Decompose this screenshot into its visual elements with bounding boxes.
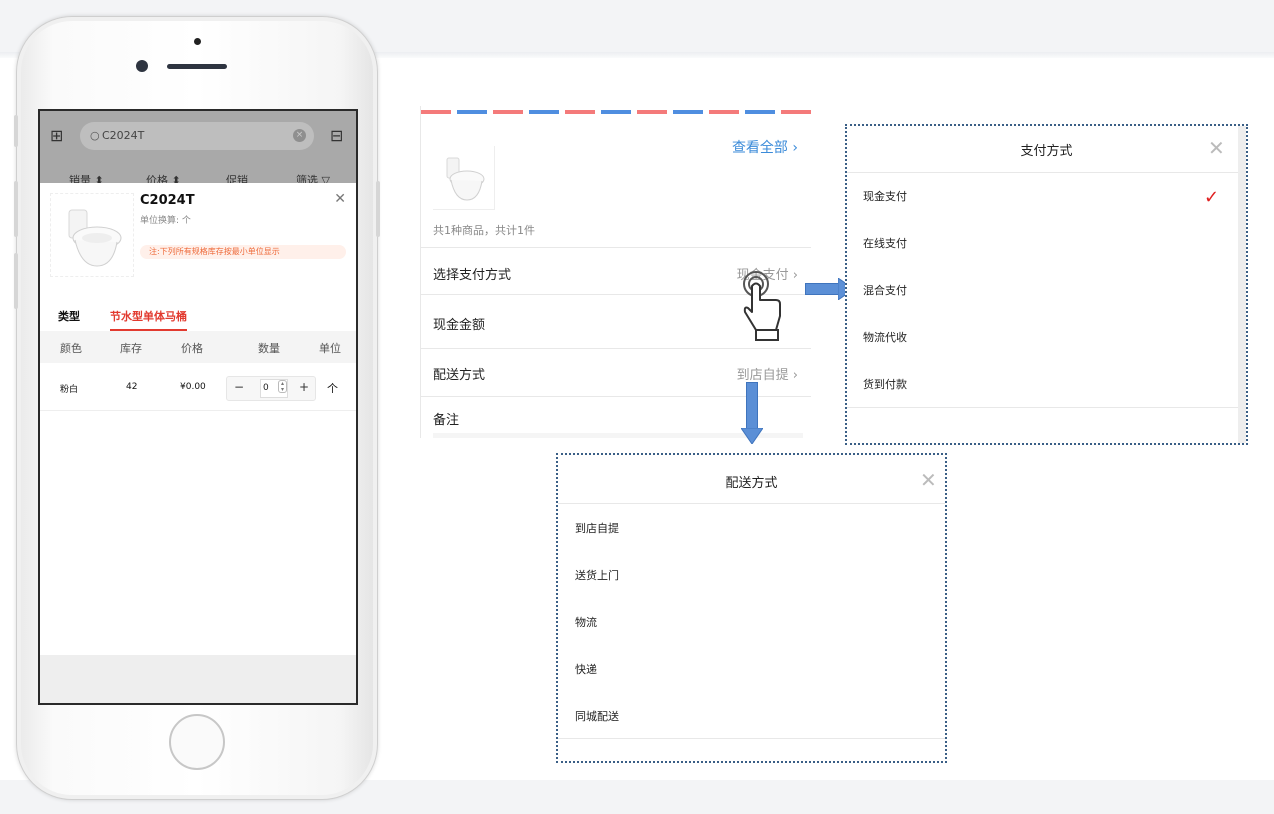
product-spec-sheet: C2024T 单位换算: 个 ✕ 注:下列所有规格库存按最小单位显示 类型 节水… — [40, 183, 356, 655]
close-icon[interactable]: ✕ — [920, 468, 937, 492]
volume-down-button — [14, 253, 18, 309]
search-icon: ○ — [90, 129, 100, 142]
divider — [558, 738, 945, 739]
payment-method-label: 选择支付方式 — [433, 268, 512, 283]
toilet-image — [446, 157, 485, 201]
clear-icon[interactable]: × — [293, 129, 306, 142]
type-label: 类型 — [58, 310, 80, 323]
earpiece-speaker — [167, 64, 227, 69]
delivery-option[interactable]: 同城配送 — [575, 710, 619, 723]
delivery-method-label: 配送方式 — [433, 368, 486, 383]
order-panel: 查看全部 › 共1种商品，共计1件 选择支付方式 现金支付 › 现金金额 配送方… — [420, 106, 811, 438]
product-image — [50, 193, 134, 277]
delivery-option[interactable]: 物流 — [575, 616, 597, 629]
home-button[interactable] — [169, 714, 225, 770]
search-header-overlay: ⊞ ○ C2024T × ⊟ 销量 ⬍ 价格 ⬍ 促销 筛选 ▽ — [40, 111, 356, 187]
canvas-shadow — [0, 52, 1274, 60]
cash-amount-label: 现金金额 — [433, 318, 486, 333]
view-all-link[interactable]: 查看全部 › — [731, 140, 798, 156]
scroll-track — [1238, 126, 1246, 443]
divider — [847, 407, 1238, 408]
order-count-text: 共1种商品，共计1件 — [433, 224, 535, 237]
close-icon[interactable]: ✕ — [1208, 136, 1225, 160]
spec-table-header: 颜色 库存 价格 数量 单位 — [40, 331, 356, 363]
power-button — [376, 181, 380, 237]
payment-option[interactable]: 现金支付 — [863, 190, 907, 203]
col-stock: 库存 — [120, 342, 142, 355]
col-price: 价格 — [181, 342, 203, 355]
view-all-label: 查看全部 — [731, 140, 788, 156]
divider — [421, 247, 811, 248]
scan-icon[interactable]: ⊟ — [330, 126, 344, 145]
popup-title: 支付方式 — [1020, 144, 1073, 159]
delivery-method-selector[interactable]: 到店自提 › — [736, 368, 798, 383]
col-color: 颜色 — [60, 342, 82, 355]
phone-mockup: ⊞ ○ C2024T × ⊟ 销量 ⬍ 价格 ⬍ 促销 筛选 ▽ C2024T — [14, 16, 380, 800]
product-title: C2024T — [140, 193, 195, 208]
payment-method-popup: 支付方式 ✕ 现金支付 ✓ 在线支付 混合支付 物流代收 货到付款 — [845, 124, 1248, 445]
sensor — [194, 38, 201, 45]
airmail-border — [421, 110, 811, 114]
mute-switch — [14, 115, 18, 147]
cell-color: 粉白 — [60, 385, 79, 395]
payment-option[interactable]: 物流代收 — [863, 331, 907, 344]
col-unit: 单位 — [319, 342, 341, 355]
tap-hand-icon — [743, 271, 781, 341]
delivery-option[interactable]: 送货上门 — [575, 569, 619, 582]
payment-option[interactable]: 货到付款 — [863, 378, 907, 391]
quantity-stepper: − 0 ▴▾ + — [226, 376, 316, 401]
close-icon[interactable]: ✕ — [334, 191, 346, 207]
delivery-method-popup: 配送方式 ✕ 到店自提 送货上门 物流 快递 同城配送 — [556, 453, 947, 763]
cell-price: ¥0.00 — [180, 382, 206, 392]
search-value: C2024T — [102, 129, 145, 142]
volume-up-button — [14, 181, 18, 237]
toilet-image — [68, 209, 122, 267]
order-product-image — [433, 146, 495, 210]
search-input[interactable]: ○ C2024T × — [80, 122, 314, 150]
popup-title: 配送方式 — [725, 476, 778, 491]
payment-option[interactable]: 混合支付 — [863, 284, 907, 297]
remark-input[interactable] — [433, 433, 803, 438]
divider — [421, 396, 811, 397]
quantity-value: 0 — [263, 383, 269, 393]
remark-label: 备注 — [433, 413, 460, 428]
category-grid-icon[interactable]: ⊞ — [50, 126, 64, 145]
stock-notice: 注:下列所有规格库存按最小单位显示 — [140, 245, 346, 259]
phone-screen: ⊞ ○ C2024T × ⊟ 销量 ⬍ 价格 ⬍ 促销 筛选 ▽ C2024T — [38, 109, 358, 705]
delivery-method-value: 到店自提 — [736, 368, 789, 383]
product-unit-conversion: 单位换算: 个 — [140, 216, 191, 226]
divider — [421, 348, 811, 349]
checkmark-icon: ✓ — [1204, 187, 1220, 208]
tab-type-selected[interactable]: 节水型单体马桶 — [110, 308, 187, 331]
cell-stock: 42 — [126, 382, 138, 392]
decrement-button[interactable]: − — [234, 380, 245, 394]
quantity-input[interactable]: 0 — [260, 379, 288, 398]
col-quantity: 数量 — [258, 342, 280, 355]
front-camera — [136, 60, 148, 72]
spinner-icon[interactable]: ▴▾ — [278, 380, 287, 393]
divider — [847, 172, 1238, 173]
delivery-option[interactable]: 到店自提 — [575, 522, 619, 535]
bottom-overlay — [40, 655, 356, 703]
delivery-option[interactable]: 快递 — [575, 663, 597, 676]
divider — [421, 294, 811, 295]
row-divider — [40, 410, 356, 411]
payment-option[interactable]: 在线支付 — [863, 237, 907, 250]
divider — [558, 503, 945, 504]
increment-button[interactable]: + — [299, 380, 310, 394]
cell-unit: 个 — [327, 382, 338, 395]
